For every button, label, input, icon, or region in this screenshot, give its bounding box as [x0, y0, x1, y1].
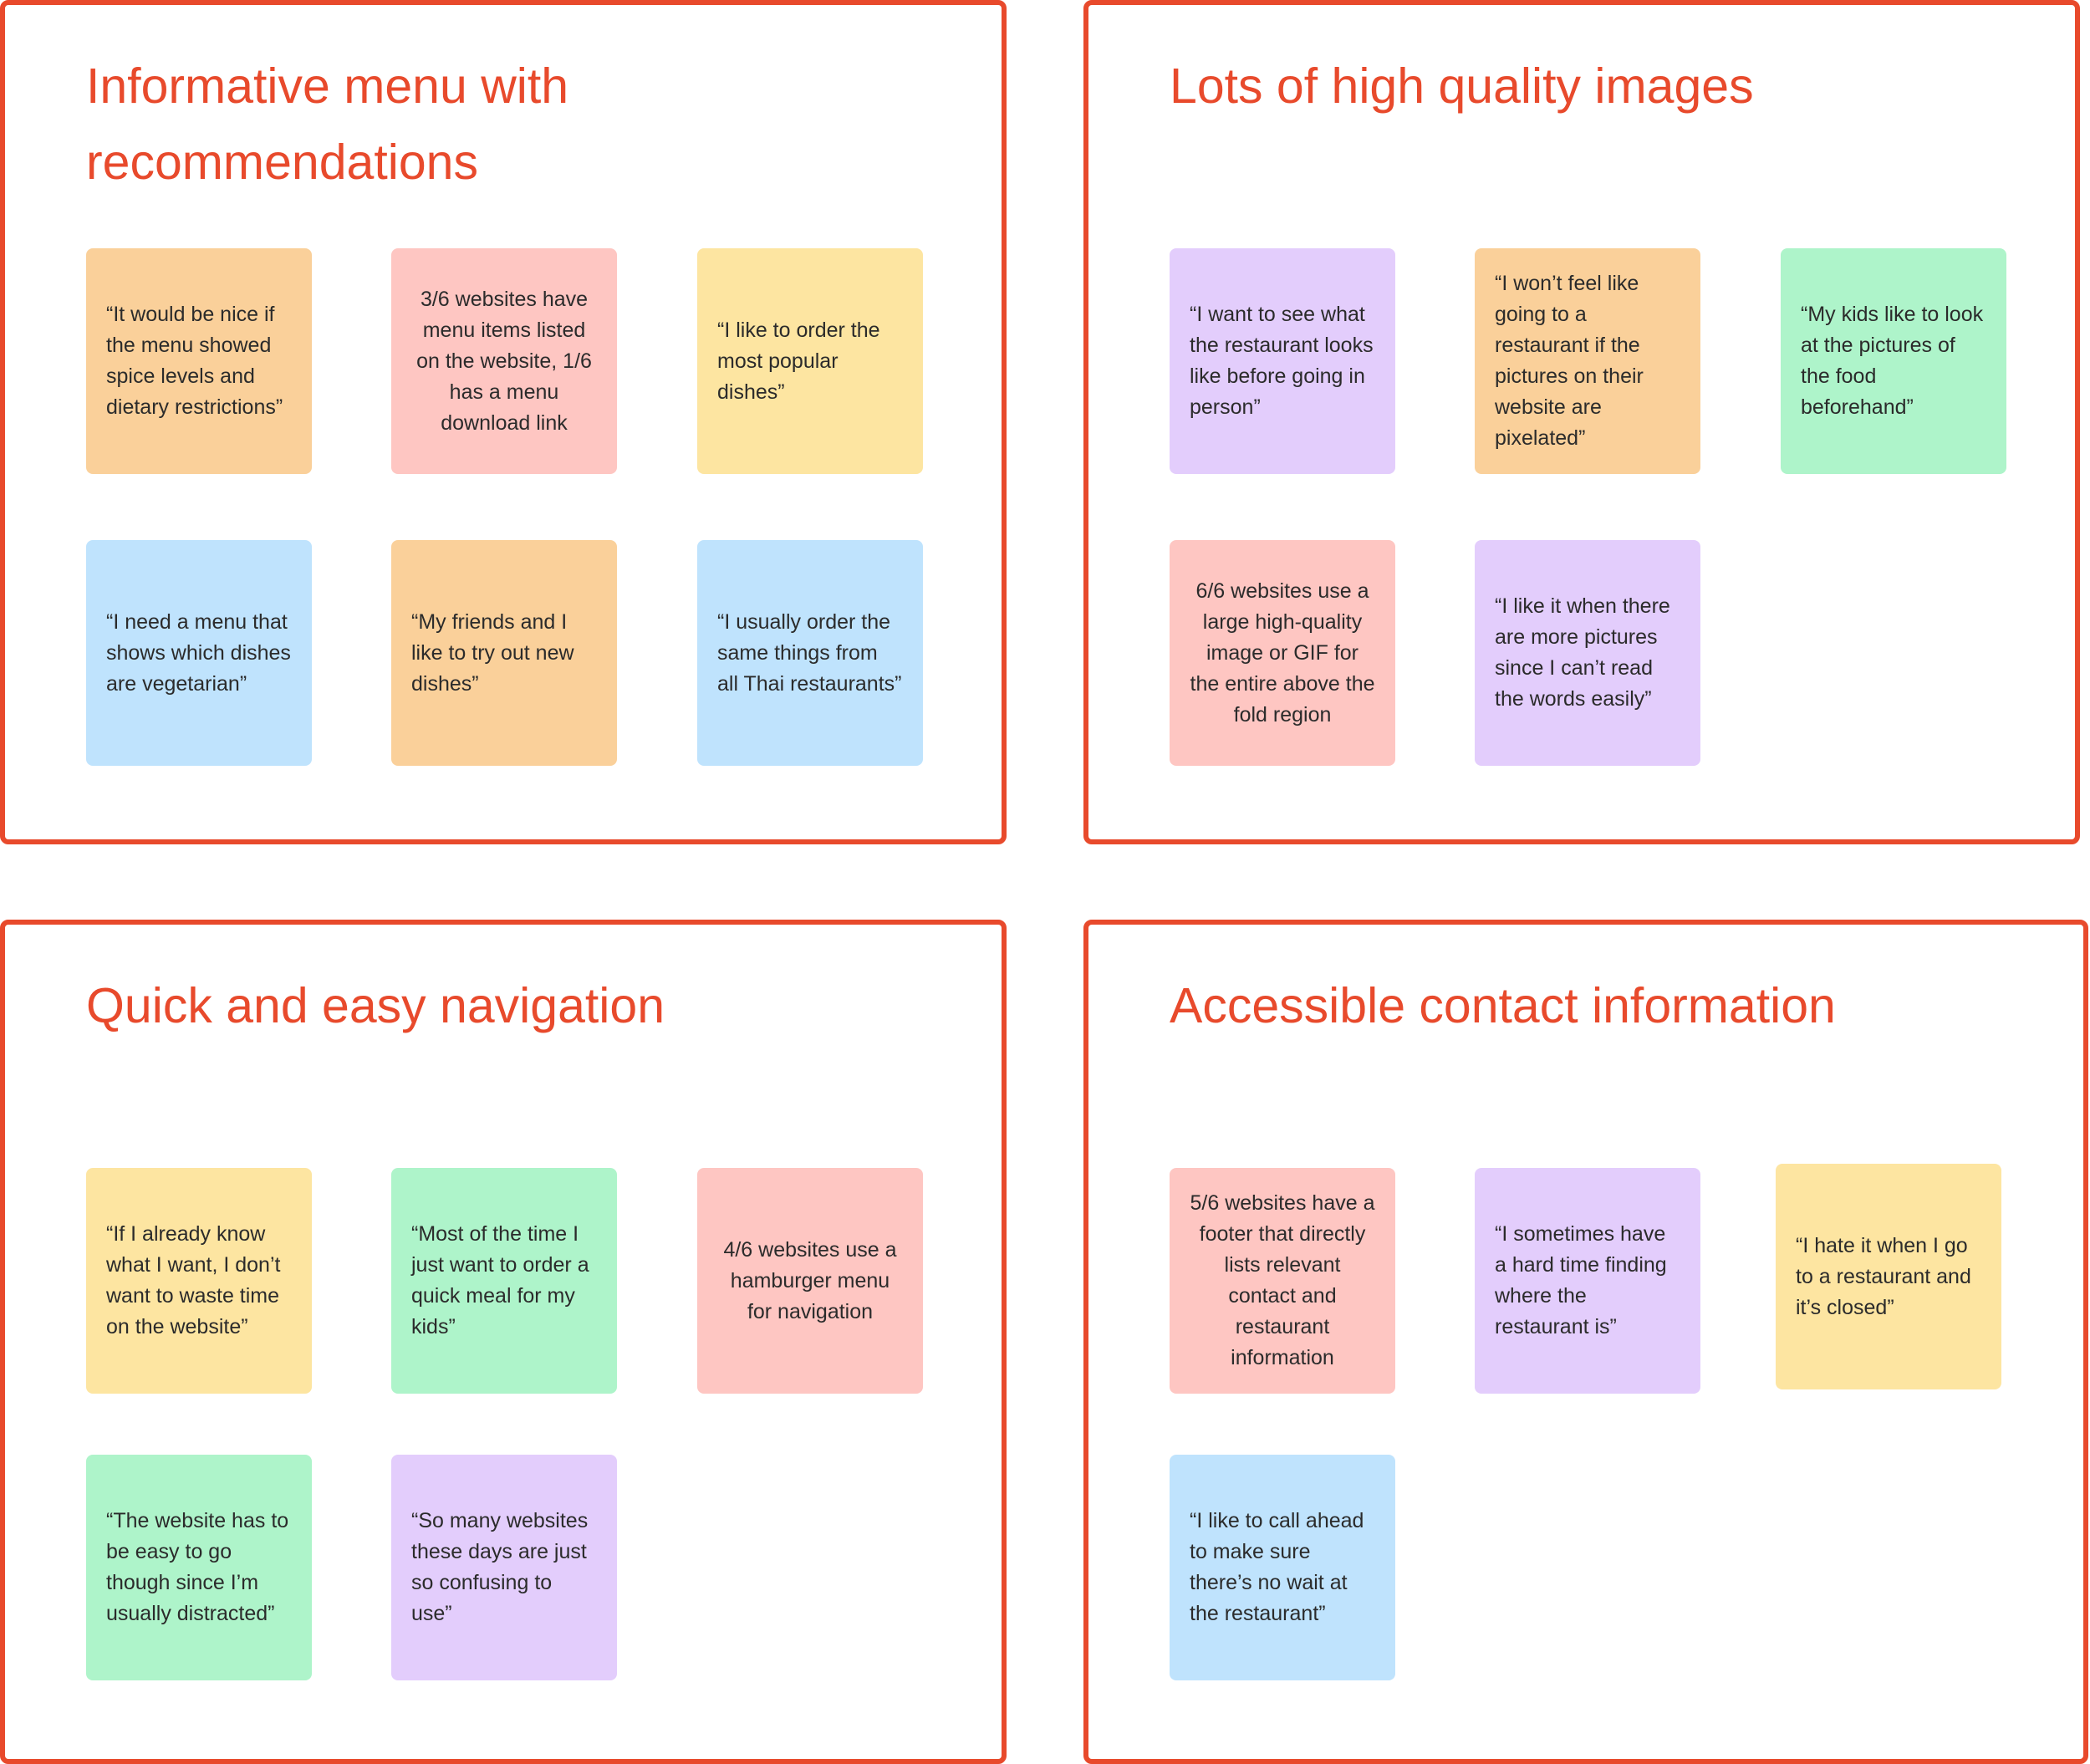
sticky-note: “I like it when there are more pictures …	[1475, 540, 1700, 766]
sticky-note: “I like to call ahead to make sure there…	[1170, 1455, 1395, 1680]
sticky-note: 4/6 websites use a hamburger menu for na…	[697, 1168, 923, 1394]
sticky-note: 3/6 websites have menu items listed on t…	[391, 248, 617, 474]
sticky-note: “My kids like to look at the pictures of…	[1781, 248, 2006, 474]
sticky-note: “It would be nice if the menu showed spi…	[86, 248, 312, 474]
group-title: Accessible contact information	[1170, 978, 1836, 1033]
sticky-note: “I like to order the most popular dishes…	[697, 248, 923, 474]
affinity-group-navigation: Quick and easy navigation “If I already …	[0, 920, 1007, 1764]
group-title: Quick and easy navigation	[86, 978, 665, 1033]
sticky-note: 6/6 websites use a large high-quality im…	[1170, 540, 1395, 766]
sticky-note: “Most of the time I just want to order a…	[391, 1168, 617, 1394]
sticky-note: “I won’t feel like going to a restaurant…	[1475, 248, 1700, 474]
sticky-note: “So many websites these days are just so…	[391, 1455, 617, 1680]
group-title: Lots of high quality images	[1170, 59, 1754, 114]
affinity-group-contact: Accessible contact information 5/6 websi…	[1083, 920, 2088, 1764]
sticky-note: “I want to see what the restaurant looks…	[1170, 248, 1395, 474]
sticky-note: “If I already know what I want, I don’t …	[86, 1168, 312, 1394]
sticky-note: “I usually order the same things from al…	[697, 540, 923, 766]
affinity-group-images: Lots of high quality images “I want to s…	[1083, 0, 2080, 844]
sticky-note: “I need a menu that shows which dishes a…	[86, 540, 312, 766]
sticky-note: “I sometimes have a hard time finding wh…	[1475, 1168, 1700, 1394]
affinity-group-menu: Informative menu with recommendations “I…	[0, 0, 1007, 844]
sticky-note: “I hate it when I go to a restaurant and…	[1776, 1164, 2001, 1389]
sticky-note: 5/6 websites have a footer that directly…	[1170, 1168, 1395, 1394]
group-title: Informative menu with recommendations	[86, 59, 569, 190]
sticky-note: “The website has to be easy to go though…	[86, 1455, 312, 1680]
sticky-note: “My friends and I like to try out new di…	[391, 540, 617, 766]
